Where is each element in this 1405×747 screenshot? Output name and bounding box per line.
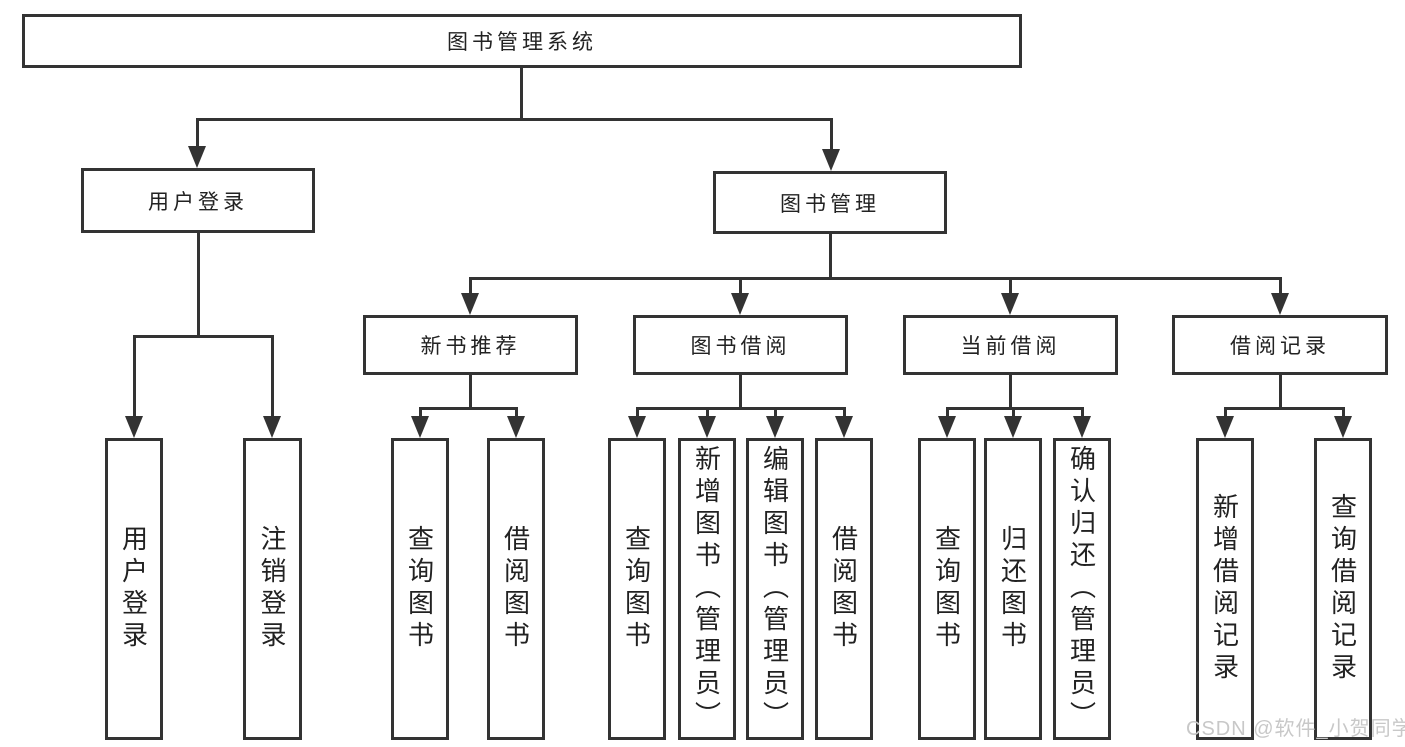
leaf-confirm-return-admin: 确认归还（管理员） — [1053, 438, 1111, 740]
leaf-add-books-admin: 新增图书（管理员） — [678, 438, 736, 740]
leaf-user-login: 用户登录 — [105, 438, 163, 740]
leaf-search-borrow-record: 查询借阅记录 — [1314, 438, 1372, 740]
connector-vline — [843, 407, 846, 421]
connector-vline — [469, 277, 472, 299]
connector-vline — [739, 277, 742, 299]
leaf-edit-books-admin: 编辑图书（管理员） — [746, 438, 804, 740]
arrowhead-down-icon — [1271, 293, 1289, 315]
leaf-return-books: 归还图书 — [984, 438, 1042, 740]
leaf-search-books-borrow: 查询图书 — [608, 438, 666, 740]
arrowhead-down-icon — [1334, 416, 1352, 438]
leaf-borrow-books: 借阅图书 — [815, 438, 873, 740]
arrowhead-down-icon — [1004, 416, 1022, 438]
connector-hline — [133, 335, 274, 338]
leaf-logout: 注销登录 — [243, 438, 302, 740]
connector-hline — [196, 118, 833, 121]
arrowhead-down-icon — [1001, 293, 1019, 315]
arrowhead-down-icon — [188, 146, 206, 168]
connector-hline — [469, 277, 1282, 280]
node-library-system: 图书管理系统 — [22, 14, 1022, 68]
connector-vline — [946, 407, 949, 421]
connector-hline — [946, 407, 1084, 410]
leaf-search-books-recommend: 查询图书 — [391, 438, 449, 740]
node-book-borrowing: 图书借阅 — [633, 315, 848, 375]
leaf-borrow-books-recommend: 借阅图书 — [487, 438, 545, 740]
connector-vline — [133, 335, 136, 420]
node-book-management: 图书管理 — [713, 171, 947, 234]
connector-vline — [1224, 407, 1227, 421]
arrowhead-down-icon — [731, 293, 749, 315]
node-new-book-recommendation: 新书推荐 — [363, 315, 578, 375]
connector-vline — [1012, 407, 1015, 421]
arrowhead-down-icon — [507, 416, 525, 438]
arrowhead-down-icon — [411, 416, 429, 438]
connector-vline — [515, 407, 518, 421]
connector-vline — [774, 407, 777, 421]
arrowhead-down-icon — [766, 416, 784, 438]
connector-vline — [196, 118, 199, 150]
connector-vline — [1279, 375, 1282, 409]
arrowhead-down-icon — [835, 416, 853, 438]
connector-vline — [1342, 407, 1345, 421]
connector-vline — [271, 335, 274, 420]
arrowhead-down-icon — [698, 416, 716, 438]
arrowhead-down-icon — [628, 416, 646, 438]
leaf-search-books-current: 查询图书 — [918, 438, 976, 740]
connector-vline — [830, 118, 833, 153]
connector-vline — [636, 407, 639, 421]
connector-vline — [706, 407, 709, 421]
connector-vline — [469, 375, 472, 409]
connector-vline — [197, 233, 200, 337]
leaf-add-borrow-record: 新增借阅记录 — [1196, 438, 1254, 740]
arrowhead-down-icon — [1073, 416, 1091, 438]
connector-hline — [1224, 407, 1345, 410]
connector-vline — [1081, 407, 1084, 421]
connector-vline — [1279, 277, 1282, 299]
arrowhead-down-icon — [263, 416, 281, 438]
arrowhead-down-icon — [938, 416, 956, 438]
node-user-login: 用户登录 — [81, 168, 315, 233]
arrowhead-down-icon — [1216, 416, 1234, 438]
connector-vline — [520, 68, 523, 118]
node-current-borrowing: 当前借阅 — [903, 315, 1118, 375]
arrowhead-down-icon — [461, 293, 479, 315]
node-borrowing-records: 借阅记录 — [1172, 315, 1388, 375]
connector-vline — [1009, 375, 1012, 409]
watermark: CSDN @软件_小贺同学 — [1186, 718, 1405, 740]
connector-hline — [636, 407, 846, 410]
arrowhead-down-icon — [125, 416, 143, 438]
arrowhead-down-icon — [822, 149, 840, 171]
connector-vline — [829, 234, 832, 280]
connector-hline — [419, 407, 518, 410]
connector-vline — [1009, 277, 1012, 299]
connector-vline — [739, 375, 742, 409]
connector-vline — [419, 407, 422, 421]
